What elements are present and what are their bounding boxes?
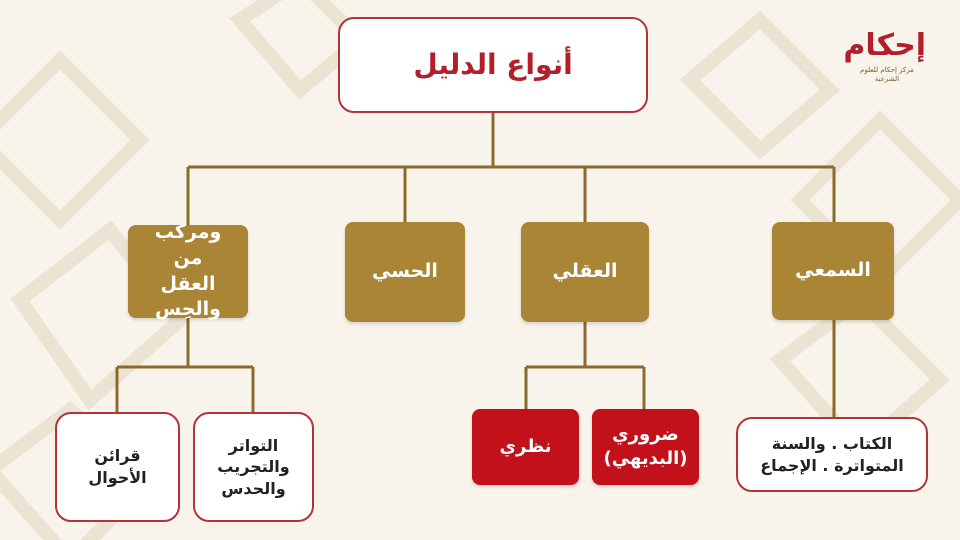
leaf-nazari: نظري (472, 409, 579, 485)
category-murakkab: ومركب من العقل والحِس (128, 221, 248, 320)
category-samei: السمعي (772, 222, 894, 320)
brand-logo-subtitle: مركز إحكام للعلوم الشرعية (860, 66, 914, 83)
leaf-qarain: قرائن الأحوال (55, 412, 180, 522)
brand-logo: إحكام مركز إحكام للعلوم الشرعية (843, 28, 926, 92)
brand-logo-word: إحكام (843, 28, 926, 63)
category-aqli: العقلي (521, 222, 649, 322)
category-hissi: الحسي (345, 222, 465, 322)
leaf-tawatur: التواتر والتجريب والحدس (193, 412, 314, 522)
diagram-title: أنواع الدليل (338, 17, 648, 113)
leaf-daruri: ضروري (البديهي) (592, 409, 699, 485)
leaf-samei-sources: الكتاب . والسنة المتواترة . الإجماع (736, 417, 928, 492)
